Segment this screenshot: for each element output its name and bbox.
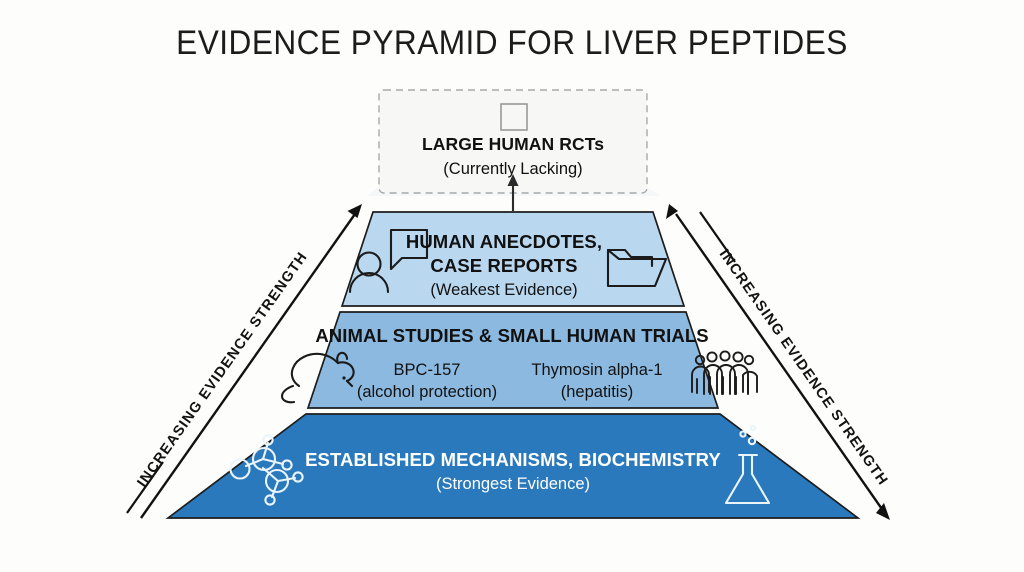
tier-established-mechanisms[interactable]: ESTABLISHED MECHANISMS, BIOCHEMISTRY (St… [165, 413, 861, 519]
left-axis-arrow [126, 204, 362, 519]
tier3-subtext: (Strongest Evidence) [436, 475, 590, 493]
molecule-icon [229, 434, 304, 506]
flask-icon [724, 424, 771, 505]
tier3-heading: ESTABLISHED MECHANISMS, BIOCHEMISTRY [305, 449, 721, 470]
tier1-heading-line2: CASE REPORTS [430, 255, 577, 276]
right-axis-arrow [666, 204, 890, 520]
tier2-item2-name: Thymosin alpha-1 [531, 361, 662, 379]
tier1-heading-line1: HUMAN ANECDOTES, [406, 231, 602, 252]
crowd-people-icon [691, 350, 758, 395]
tier2-heading: ANIMAL STUDIES & SMALL HUMAN TRIALS [315, 325, 708, 346]
open-folder-icon [606, 248, 668, 288]
tier2-item2-note: (hepatitis) [561, 383, 633, 401]
tier-animal-studies[interactable]: ANIMAL STUDIES & SMALL HUMAN TRIALS BPC-… [280, 311, 758, 409]
tier-established-mechanisms-shape [165, 413, 861, 519]
tier-animal-studies-shape [306, 311, 720, 409]
apex-subtext: (Currently Lacking) [443, 160, 582, 178]
tier2-item1-note: (alcohol protection) [357, 383, 497, 401]
apex-heading: LARGE HUMAN RCTs [422, 134, 604, 154]
tier1-subtext: (Weakest Evidence) [430, 281, 577, 299]
mouse-icon [280, 351, 355, 404]
person-speech-bubble-icon [348, 228, 429, 294]
page-title: EVIDENCE PYRAMID FOR LIVER PEPTIDES [176, 24, 848, 62]
empty-square-icon [500, 103, 528, 131]
tier-human-anecdotes[interactable]: HUMAN ANECDOTES, CASE REPORTS (Weakest E… [340, 211, 686, 307]
apex-box[interactable]: LARGE HUMAN RCTs (Currently Lacking) [378, 89, 648, 194]
apex-connector-arrow [507, 174, 519, 211]
tier2-item1-name: BPC-157 [394, 361, 461, 379]
